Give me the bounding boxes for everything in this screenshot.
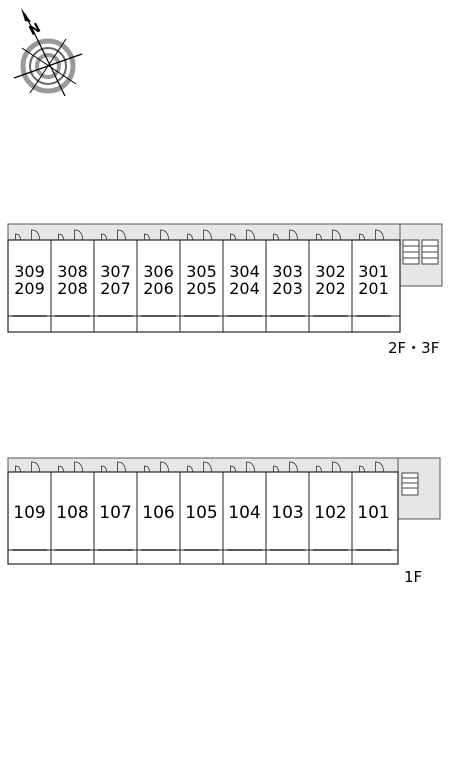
door-icon [101, 461, 126, 473]
unit-number: 109 [13, 503, 45, 523]
unit-number-top: 308 [57, 262, 88, 281]
upper-floor-label: 2F・3F [388, 339, 439, 357]
unit-101: 101 [351, 461, 391, 564]
unit-number: 102 [314, 503, 346, 523]
unit-number-bottom: 208 [57, 279, 88, 298]
door-icon [187, 461, 212, 473]
unit-number-bottom: 209 [14, 279, 45, 298]
unit-number-bottom: 206 [143, 279, 174, 298]
unit-105: 105 [179, 461, 219, 564]
unit-number: 101 [357, 503, 389, 523]
unit-number-top: 309 [14, 262, 45, 281]
unit-number: 108 [56, 503, 88, 523]
compass-icon: N [13, 8, 83, 97]
unit-109: 109 [7, 461, 47, 564]
door-icon [58, 461, 83, 473]
unit-number-bottom: 201 [358, 279, 389, 298]
unit-number-top: 302 [315, 262, 346, 281]
door-icon [273, 229, 298, 241]
unit-number-bottom: 202 [315, 279, 346, 298]
unit-number: 103 [271, 503, 303, 523]
door-icon [15, 461, 40, 473]
unit-107: 107 [93, 461, 133, 564]
door-icon [15, 229, 40, 241]
unit-number-bottom: 204 [229, 279, 260, 298]
unit-108: 108 [50, 461, 90, 564]
door-icon [230, 461, 255, 473]
unit-104: 104 [222, 461, 262, 564]
door-icon [230, 229, 255, 241]
unit-number-top: 303 [272, 262, 303, 281]
unit-number-bottom: 207 [100, 279, 131, 298]
door-icon [144, 461, 169, 473]
ground-floor-building: 109 108 107 106 105 104 103 102 101 [7, 457, 441, 565]
door-icon [316, 229, 341, 241]
door-icon [187, 229, 212, 241]
unit-number: 104 [228, 503, 260, 523]
unit-number: 106 [142, 503, 174, 523]
unit-103: 103 [265, 461, 305, 564]
unit-number-top: 305 [186, 262, 217, 281]
door-icon [273, 461, 298, 473]
unit-number-top: 301 [358, 262, 389, 281]
unit-number: 107 [99, 503, 131, 523]
door-icon [101, 229, 126, 241]
unit-102: 102 [308, 461, 348, 564]
unit-number-top: 306 [143, 262, 174, 281]
upper-floor-building: 3092093082083072073062063052053042043032… [7, 223, 443, 333]
door-icon [359, 229, 384, 241]
door-icon [58, 229, 83, 241]
compass-north-label: N [27, 21, 44, 39]
unit-number-bottom: 203 [272, 279, 303, 298]
unit-number-top: 304 [229, 262, 260, 281]
door-icon [144, 229, 169, 241]
unit-number-bottom: 205 [186, 279, 217, 298]
unit-106: 106 [136, 461, 176, 564]
upper-stair-icon [402, 239, 439, 265]
door-icon [316, 461, 341, 473]
ground-floor-label: 1F [404, 568, 422, 586]
door-icon [359, 461, 384, 473]
unit-number: 105 [185, 503, 217, 523]
ground-stair-icon [401, 472, 419, 496]
unit-number-top: 307 [100, 262, 131, 281]
